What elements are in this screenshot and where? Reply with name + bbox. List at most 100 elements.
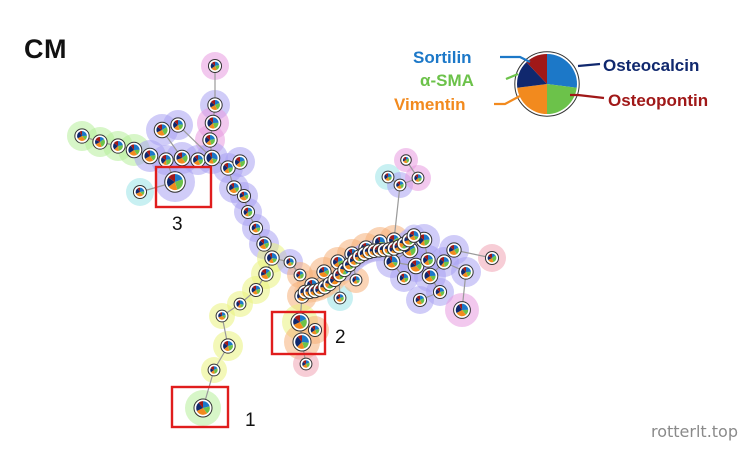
pie-slice (435, 289, 440, 295)
pie-slice (377, 237, 380, 242)
pie-slice (176, 158, 186, 164)
pie-slice (294, 315, 300, 322)
pie-slice (436, 287, 440, 292)
pie-slice (297, 335, 302, 342)
pie-slice (136, 192, 143, 197)
pie-slice (210, 366, 214, 370)
pie-slice (353, 276, 356, 280)
network-node (453, 301, 471, 319)
pie-slice (396, 185, 402, 189)
pie-slice (336, 295, 340, 300)
pie-slice (222, 312, 226, 316)
pie-slice (356, 280, 360, 284)
pie-slice (466, 271, 471, 277)
pie-slice (428, 255, 433, 260)
pie-slice (118, 145, 123, 151)
pie-slice (342, 269, 347, 275)
pie-slice (388, 176, 392, 181)
pie-slice (222, 314, 226, 319)
pie-slice (311, 330, 317, 335)
pie-slice (333, 262, 340, 267)
highlight-box-3 (154, 165, 213, 209)
pie-slice (244, 191, 249, 196)
network-node (292, 332, 312, 352)
pie-slice (193, 160, 201, 165)
pie-slice (240, 300, 244, 305)
pie-slice (385, 173, 388, 177)
pie-slice (168, 173, 175, 182)
pie-slice (239, 192, 244, 198)
pie-slice (178, 124, 183, 130)
pie-slice (526, 54, 547, 84)
pie-slice (77, 131, 82, 139)
pie-slice (392, 262, 398, 267)
pie-slice (295, 336, 302, 347)
network-node (290, 312, 310, 332)
legend-pie (514, 51, 580, 117)
network-node (92, 134, 108, 150)
pie-slice (210, 63, 215, 69)
pie-slice (174, 125, 180, 130)
pie-slice (340, 296, 344, 302)
pie-slice (410, 247, 416, 256)
pie-slice (213, 117, 219, 123)
pie-slice (406, 158, 410, 163)
pie-slice (236, 162, 241, 167)
legend-label-sortilin: Sortilin (413, 48, 472, 67)
pie-slice (300, 273, 304, 279)
pie-slice (409, 233, 414, 238)
network-node (264, 250, 280, 266)
pie-slice (266, 270, 271, 279)
pie-slice (297, 275, 301, 279)
network-node (207, 97, 223, 113)
pie-slice (458, 303, 462, 310)
network-node (436, 254, 452, 270)
pie-slice (300, 315, 307, 322)
pie-slice (244, 212, 249, 217)
pie-slice (385, 177, 390, 181)
pie-slice (333, 257, 338, 262)
pie-slice (166, 159, 171, 165)
pie-slice (77, 136, 86, 141)
legend-label-osteopontin: Osteopontin (608, 91, 709, 110)
pie-slice (210, 135, 215, 140)
pie-slice (198, 155, 203, 160)
network-node (233, 297, 247, 311)
pie-slice (182, 152, 187, 158)
network-node (256, 236, 272, 252)
pie-slice (411, 260, 416, 266)
pie-slice (211, 370, 215, 374)
pie-slice (423, 256, 428, 264)
pie-slice (440, 257, 444, 262)
pie-slice (416, 295, 420, 300)
pie-slice (244, 207, 248, 212)
pie-slice (207, 118, 213, 127)
pie-slice (402, 243, 406, 249)
pie-slice (300, 319, 307, 328)
pie-slice (256, 285, 261, 290)
pie-slice (424, 239, 430, 246)
legend-leader-line (500, 55, 531, 63)
pie-slice (82, 135, 87, 140)
pie-slice (268, 258, 274, 263)
network-node (215, 309, 229, 323)
pie-slice (402, 158, 406, 162)
pie-slice (212, 152, 218, 160)
pie-slice (228, 341, 233, 346)
pie-slice (415, 297, 420, 303)
pie-slice (206, 153, 212, 163)
pie-slice (173, 121, 178, 129)
pie-slice (240, 304, 244, 308)
pie-slice (415, 178, 419, 182)
pie-slice (215, 100, 220, 105)
pie-slice (444, 257, 449, 262)
pie-slice (488, 253, 492, 258)
pie-slice (403, 156, 406, 160)
pie-slice (214, 368, 218, 374)
network-node (220, 338, 236, 354)
pie-slice (219, 312, 222, 316)
pie-slice (416, 300, 422, 305)
pie-slice (95, 139, 100, 145)
pie-slice (397, 181, 400, 185)
pie-slice (134, 149, 140, 155)
